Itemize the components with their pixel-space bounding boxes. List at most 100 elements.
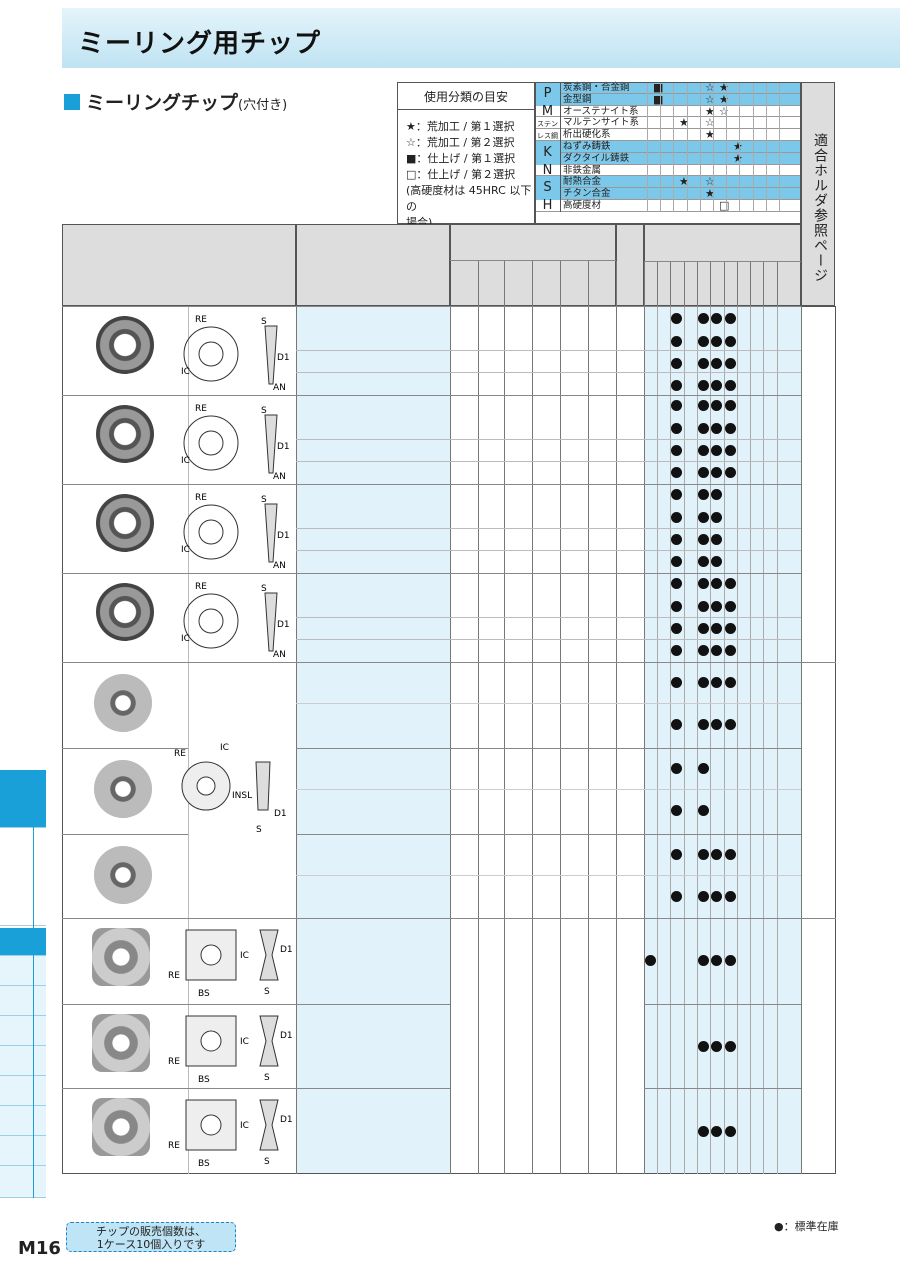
stock-dot (725, 719, 736, 730)
grade-line (737, 306, 738, 1174)
snmu-line (62, 1004, 296, 1005)
snmu-line (644, 1088, 801, 1089)
row-line (296, 789, 801, 790)
col-line (504, 306, 505, 1174)
category-letter-text: S (543, 180, 552, 196)
shape-header (62, 224, 296, 306)
stock-dot (698, 467, 709, 478)
row-line (296, 350, 801, 351)
grid-line (673, 129, 675, 141)
snmu-line (296, 1088, 450, 1089)
grid-line (752, 93, 754, 106)
grid-line (779, 93, 780, 106)
usage-mark: ★ (733, 140, 743, 153)
legend-lines: ★：荒加工 / 第１選択☆：荒加工 / 第２選択■：仕上げ / 第１選択□：仕上… (398, 110, 534, 231)
stock-dot (671, 313, 682, 324)
grid-line (699, 82, 701, 94)
section-title-text: ミーリングチップ (86, 92, 239, 114)
svg-text:BS: BS (198, 1159, 210, 1169)
stock-dot (725, 313, 736, 324)
row-line (296, 550, 801, 551)
grid-line (726, 141, 728, 153)
stock-dot (711, 313, 722, 324)
snmu-line (62, 1088, 296, 1089)
left-tab (0, 770, 46, 828)
grid-line (686, 188, 688, 200)
svg-text:S: S (264, 987, 270, 997)
svg-text:IC: IC (181, 367, 190, 377)
grid-line (765, 188, 767, 200)
grid-line (739, 93, 741, 106)
grid-line (779, 188, 780, 200)
stock-dot (671, 423, 682, 434)
grid-line (739, 129, 741, 141)
category-letter: H (535, 199, 561, 212)
grid-line (686, 82, 688, 94)
svg-text:BS: BS (198, 989, 210, 999)
stock-dot (725, 677, 736, 688)
stock-dot (671, 400, 682, 411)
stock-note: ●：標準在庫 (774, 1220, 839, 1233)
grid-line (699, 117, 701, 130)
stock-dot (711, 677, 722, 688)
page-number: M16 (18, 1238, 61, 1259)
grid-line (726, 82, 728, 94)
category-letter: P (535, 82, 561, 106)
svg-text:IC: IC (181, 634, 190, 644)
usage-mark: ★ (679, 175, 689, 189)
legend-line: ■：仕上げ / 第１選択 (406, 152, 516, 165)
grid-line (765, 176, 767, 189)
stock-dot (711, 601, 722, 612)
grid-line (699, 129, 701, 141)
grid-line (647, 141, 648, 153)
grid-line (673, 188, 675, 200)
category-row: 耐熱合金★☆ (535, 175, 801, 189)
svg-text:D1: D1 (274, 809, 287, 819)
grid-line (673, 200, 675, 212)
stock-dot (671, 534, 682, 545)
grid-line (660, 200, 662, 212)
insert-photo (96, 405, 154, 463)
grade-divider (697, 262, 698, 306)
grid-line (713, 164, 714, 177)
col-line (450, 306, 451, 1174)
stock-dot (671, 763, 682, 774)
grid-line (686, 117, 688, 130)
svg-text:IC: IC (181, 456, 190, 466)
model-header (296, 224, 450, 306)
group-line (62, 918, 836, 919)
usage-mark: ★ (719, 81, 729, 94)
grid-line (686, 176, 688, 189)
romu-line (296, 748, 801, 749)
svg-text:AN: AN (273, 472, 286, 479)
col-line (801, 306, 802, 1174)
grid-line (726, 152, 728, 165)
grade-divider (750, 262, 751, 306)
stock-dot (671, 677, 682, 688)
usage-mark: ★ (705, 187, 715, 201)
grid-line (739, 117, 741, 130)
grade-divider (710, 262, 711, 306)
usage-mark: ★ (705, 104, 715, 118)
grid-line (713, 93, 714, 106)
svg-text:RE: RE (174, 749, 186, 759)
grid-line (726, 188, 728, 200)
stock-dot (711, 1126, 722, 1137)
grid-line (752, 176, 754, 189)
stock-dot (698, 489, 709, 500)
grid-line (660, 164, 662, 177)
stock-dot (671, 380, 682, 391)
svg-text:RE: RE (168, 971, 180, 981)
stock-dot (698, 891, 709, 902)
category-name: チタン合金 (563, 188, 611, 200)
grid-line (647, 152, 648, 165)
insert-photo (96, 494, 154, 552)
stock-dot (725, 1041, 736, 1052)
stock-dot (725, 955, 736, 966)
grid-line (739, 141, 741, 153)
romu-line (62, 834, 188, 835)
svg-text:RE: RE (168, 1057, 180, 1067)
romu-photo (94, 674, 152, 732)
category-row: 非鉄金属 (535, 164, 801, 177)
